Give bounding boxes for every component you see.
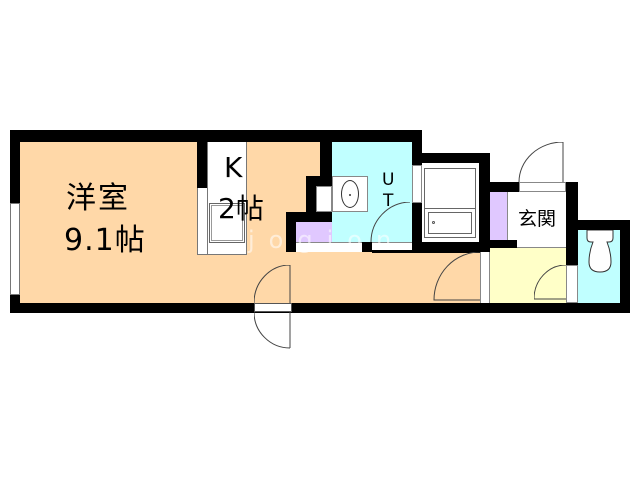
ut-label-t: T <box>383 191 394 211</box>
door-swing-bottom-outer[interactable] <box>254 312 294 352</box>
watermark: jogion <box>248 226 406 254</box>
washbasin-icon <box>341 180 359 208</box>
bath-floor <box>422 163 479 242</box>
wall-ut-right-lower <box>412 203 422 253</box>
ut-door-opening <box>372 242 412 252</box>
wall-kitchen-right-upper <box>320 142 332 176</box>
wall-toilet-top <box>566 220 630 230</box>
wall-top-main <box>10 130 332 142</box>
wall-toilet-right <box>620 220 630 313</box>
wall-shoebox-bottom <box>479 240 517 250</box>
toilet-door <box>566 265 578 303</box>
door-swing-bottom-inner[interactable] <box>254 265 294 305</box>
bathtub-drain <box>432 221 435 224</box>
western-room-floor <box>20 142 320 303</box>
storage-closet-door <box>296 242 362 252</box>
bathtub-inner <box>428 212 472 234</box>
toilet-icon <box>586 230 614 273</box>
wall-kitchen-right-step <box>306 176 332 186</box>
wall-bath-top <box>412 153 490 163</box>
door-swing-corridor[interactable] <box>432 252 480 302</box>
wall-storage-top <box>286 212 372 222</box>
entrance-hall-floor <box>490 248 566 303</box>
wall-bath-bottom <box>412 242 490 253</box>
entrance-label: 玄関 <box>518 208 557 230</box>
corridor-floor <box>300 252 490 303</box>
door-swing-toilet[interactable] <box>534 265 568 303</box>
western-room-label: 洋室 <box>66 181 130 216</box>
kitchen-counter-top <box>207 142 247 255</box>
shoe-storage-door <box>507 192 517 240</box>
wall-storage-left <box>286 212 296 252</box>
kitchen-sink-inner <box>211 205 243 241</box>
door-opening-bottom <box>254 303 292 312</box>
wall-kitchen-divider <box>197 142 207 188</box>
ut-bath-door <box>412 165 422 203</box>
entrance-door-opening <box>519 182 566 192</box>
kitchen-label: K <box>224 151 243 184</box>
window-left <box>10 203 20 295</box>
wall-ut-right <box>412 130 422 165</box>
genkan-floor <box>517 192 566 248</box>
kitchen-sink <box>209 203 245 243</box>
kitchen-size: 2帖 <box>218 192 264 225</box>
wall-ut-top <box>320 130 422 142</box>
wall-entrance-top-left <box>479 182 519 192</box>
hall-door-strip <box>480 252 490 303</box>
kitchen-counter <box>197 188 207 255</box>
ut-label-u: U <box>382 170 395 190</box>
western-room-size: 9.1帖 <box>64 223 146 258</box>
bathtub <box>424 168 476 238</box>
washstand-left-cabinet <box>316 186 332 212</box>
shoe-storage <box>490 192 507 240</box>
wall-bath-right <box>479 153 490 253</box>
bathtub-divider <box>424 208 476 209</box>
wall-ut-bottom <box>372 250 422 253</box>
washbasin-drain <box>349 194 351 196</box>
wall-bottom <box>10 303 630 313</box>
door-swing-entrance[interactable] <box>517 142 565 184</box>
door-swing-ut[interactable] <box>370 202 410 244</box>
wall-washstand-left <box>306 176 316 216</box>
